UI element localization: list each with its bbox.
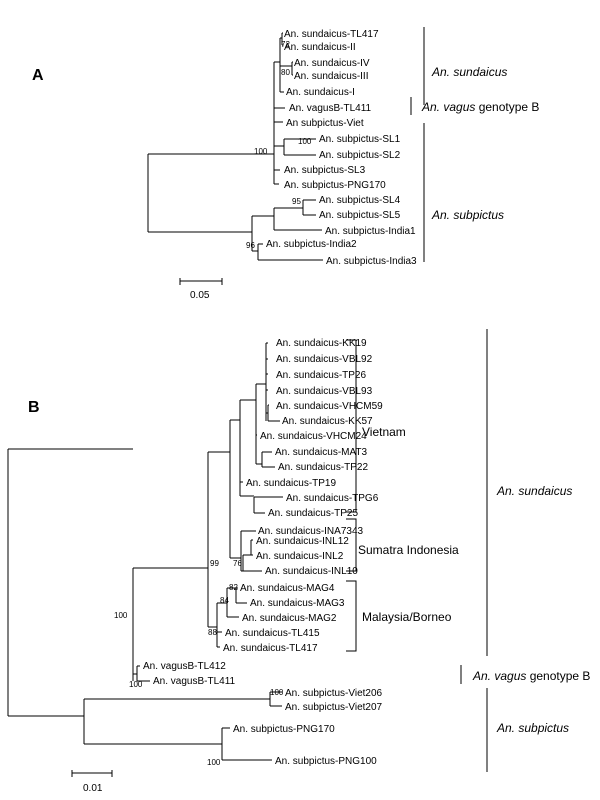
b-taxon-label: An. subpictus-PNG100 (275, 756, 377, 767)
b-bootstrap-value: 82 (229, 583, 238, 592)
a-taxon-label: An. subpictus-PNG170 (284, 180, 386, 191)
b-clade-sumatra: Sumatra Indonesia (358, 543, 459, 557)
b-clade-vietnam: Vietnam (362, 425, 406, 439)
a-bootstrap-value: 95 (292, 197, 301, 206)
panel-b-label: B (28, 399, 40, 416)
a-bootstrap-value: 80 (281, 68, 290, 77)
b-taxon-label: An. subpictus-Viet206 (285, 688, 383, 699)
a-taxon-label: An. subpictus-SL2 (319, 150, 401, 161)
b-taxon-label: An. sundaicus-KK19 (276, 338, 367, 349)
a-taxon-label: An. sundaicus-II (284, 42, 356, 53)
b-group-subpictus: An. subpictus (496, 721, 569, 735)
b-taxon-label: An. sundaicus-MAG2 (242, 613, 337, 624)
b-scale-line (71, 770, 113, 777)
b-taxon-label: An. sundaicus-TP22 (278, 462, 368, 473)
b-taxon-label: An. sundaicus-MAG4 (240, 583, 335, 594)
panel-a-bootstrap: 72 80 100 100 95 96 (246, 40, 312, 250)
a-taxon-label: An. subpictus-India3 (326, 256, 417, 267)
b-taxon-label: An. sundaicus-VBL93 (276, 386, 373, 397)
b-taxon-label: An. vagusB-TL411 (153, 676, 236, 687)
b-group-vagus: An. vagus genotype B (472, 669, 590, 683)
b-bracket-sumatra (346, 518, 357, 572)
panel-a-tip-labels: An. sundaicus-TL417 An. sundaicus-II An.… (266, 29, 417, 267)
a-group-vagus: An. vagus genotype B (421, 100, 539, 114)
a-taxon-label: An. subpictus-SL3 (284, 165, 366, 176)
b-taxon-label: An. sundaicus-TP26 (276, 370, 366, 381)
a-taxon-label: An. subpictus-SL1 (319, 134, 401, 145)
a-taxon-label: An. sundaicus-III (294, 71, 368, 82)
b-taxon-label: An. sundaicus-INL2 (256, 551, 344, 562)
a-group-sundaicus: An. sundaicus (431, 65, 507, 79)
panel-b-tip-labels: An. sundaicus-KK19 An. sundaicus-VBL92 A… (143, 338, 383, 767)
a-taxon-label: An. sundaicus-IV (294, 58, 370, 69)
b-taxon-label: An. sundaicus-TL417 (223, 643, 318, 654)
b-group-sundaicus: An. sundaicus (496, 484, 572, 498)
a-taxon-label: An. subpictus-SL4 (319, 195, 401, 206)
b-taxon-label: An. subpictus-Viet207 (285, 702, 383, 713)
b-taxon-label: An. subpictus-PNG170 (233, 724, 335, 735)
a-taxon-label: An. subpictus-India2 (266, 239, 357, 250)
panel-a-label: A (32, 67, 44, 84)
a-bootstrap-value: 72 (281, 40, 290, 49)
a-scale-line (179, 278, 223, 285)
a-bootstrap-value: 96 (246, 241, 255, 250)
b-bracket-vietnam (346, 339, 357, 513)
b-taxon-label: An. sundaicus-INA7343 (258, 526, 364, 537)
b-bootstrap-value: 88 (208, 628, 217, 637)
panel-a-scale-bar: 0.05 (179, 278, 223, 301)
b-taxon-label: An. sundaicus-INL10 (265, 566, 358, 577)
b-taxon-label: An. sundaicus-VHCM59 (276, 401, 383, 412)
panel-b-scale-bar: 0.01 (71, 770, 113, 794)
b-taxon-label: An. sundaicus-VBL92 (276, 354, 373, 365)
a-taxon-label: An. sundaicus-I (286, 87, 355, 98)
b-bootstrap-value: 76 (233, 559, 242, 568)
a-taxon-label: An. subpictus-India1 (325, 226, 416, 237)
b-bracket-malaysia (346, 580, 357, 652)
b-bootstrap-value: 99 (210, 559, 219, 568)
a-taxon-label: An subpictus-Viet (286, 118, 364, 129)
a-bootstrap-value: 100 (298, 137, 312, 146)
b-taxon-label: An. sundaicus-VHCM24 (260, 431, 367, 442)
a-group-vagus-italic: An. vagus (421, 100, 475, 114)
b-bootstrap-value: 100 (270, 688, 284, 697)
b-bootstrap-value: 100 (114, 611, 128, 620)
a-taxon-label: An. vagusB-TL411 (289, 103, 372, 114)
panel-b-bootstrap: 99 76 82 84 88 100 100 100 100 (114, 559, 284, 767)
b-taxon-label: An. sundaicus-MAT3 (275, 447, 368, 458)
panel-a-group-brackets: An. sundaicus An. vagus genotype B An. s… (410, 27, 539, 262)
b-taxon-label: An. sundaicus-INL12 (256, 536, 349, 547)
panel-b-tree (7, 342, 283, 761)
b-taxon-label: An. sundaicus-MAG3 (250, 598, 345, 609)
a-bootstrap-value: 100 (254, 147, 268, 156)
panel-a-tree (147, 32, 323, 261)
b-taxon-label: An. sundaicus-TP19 (246, 478, 336, 489)
panel-b-clade-brackets: Vietnam Sumatra Indonesia Malaysia/Borne… (346, 339, 459, 652)
b-bootstrap-value: 84 (220, 596, 229, 605)
b-clade-malaysia: Malaysia/Borneo (362, 610, 452, 624)
b-group-vagus-italic: An. vagus (472, 669, 526, 683)
b-taxon-label: An. sundaicus-TP25 (268, 508, 358, 519)
b-taxon-label: An. sundaicus-TPG6 (286, 493, 379, 504)
b-bootstrap-value: 100 (207, 758, 221, 767)
b-taxon-label: An. sundaicus-TL415 (225, 628, 320, 639)
b-group-vagus-rest: genotype B (526, 669, 590, 683)
b-taxon-label: An. vagusB-TL412 (143, 661, 226, 672)
a-group-vagus-rest: genotype B (475, 100, 539, 114)
b-scale-value: 0.01 (83, 783, 103, 794)
b-bootstrap-value: 100 (129, 680, 143, 689)
b-taxon-label: An. sundaicus-KK57 (282, 416, 373, 427)
a-taxon-label: An. subpictus-SL5 (319, 210, 401, 221)
a-scale-value: 0.05 (190, 290, 210, 301)
a-group-subpictus: An. subpictus (431, 208, 504, 222)
panel-b-group-brackets: An. sundaicus An. vagus genotype B An. s… (460, 329, 590, 772)
a-taxon-label: An. sundaicus-TL417 (284, 29, 379, 40)
